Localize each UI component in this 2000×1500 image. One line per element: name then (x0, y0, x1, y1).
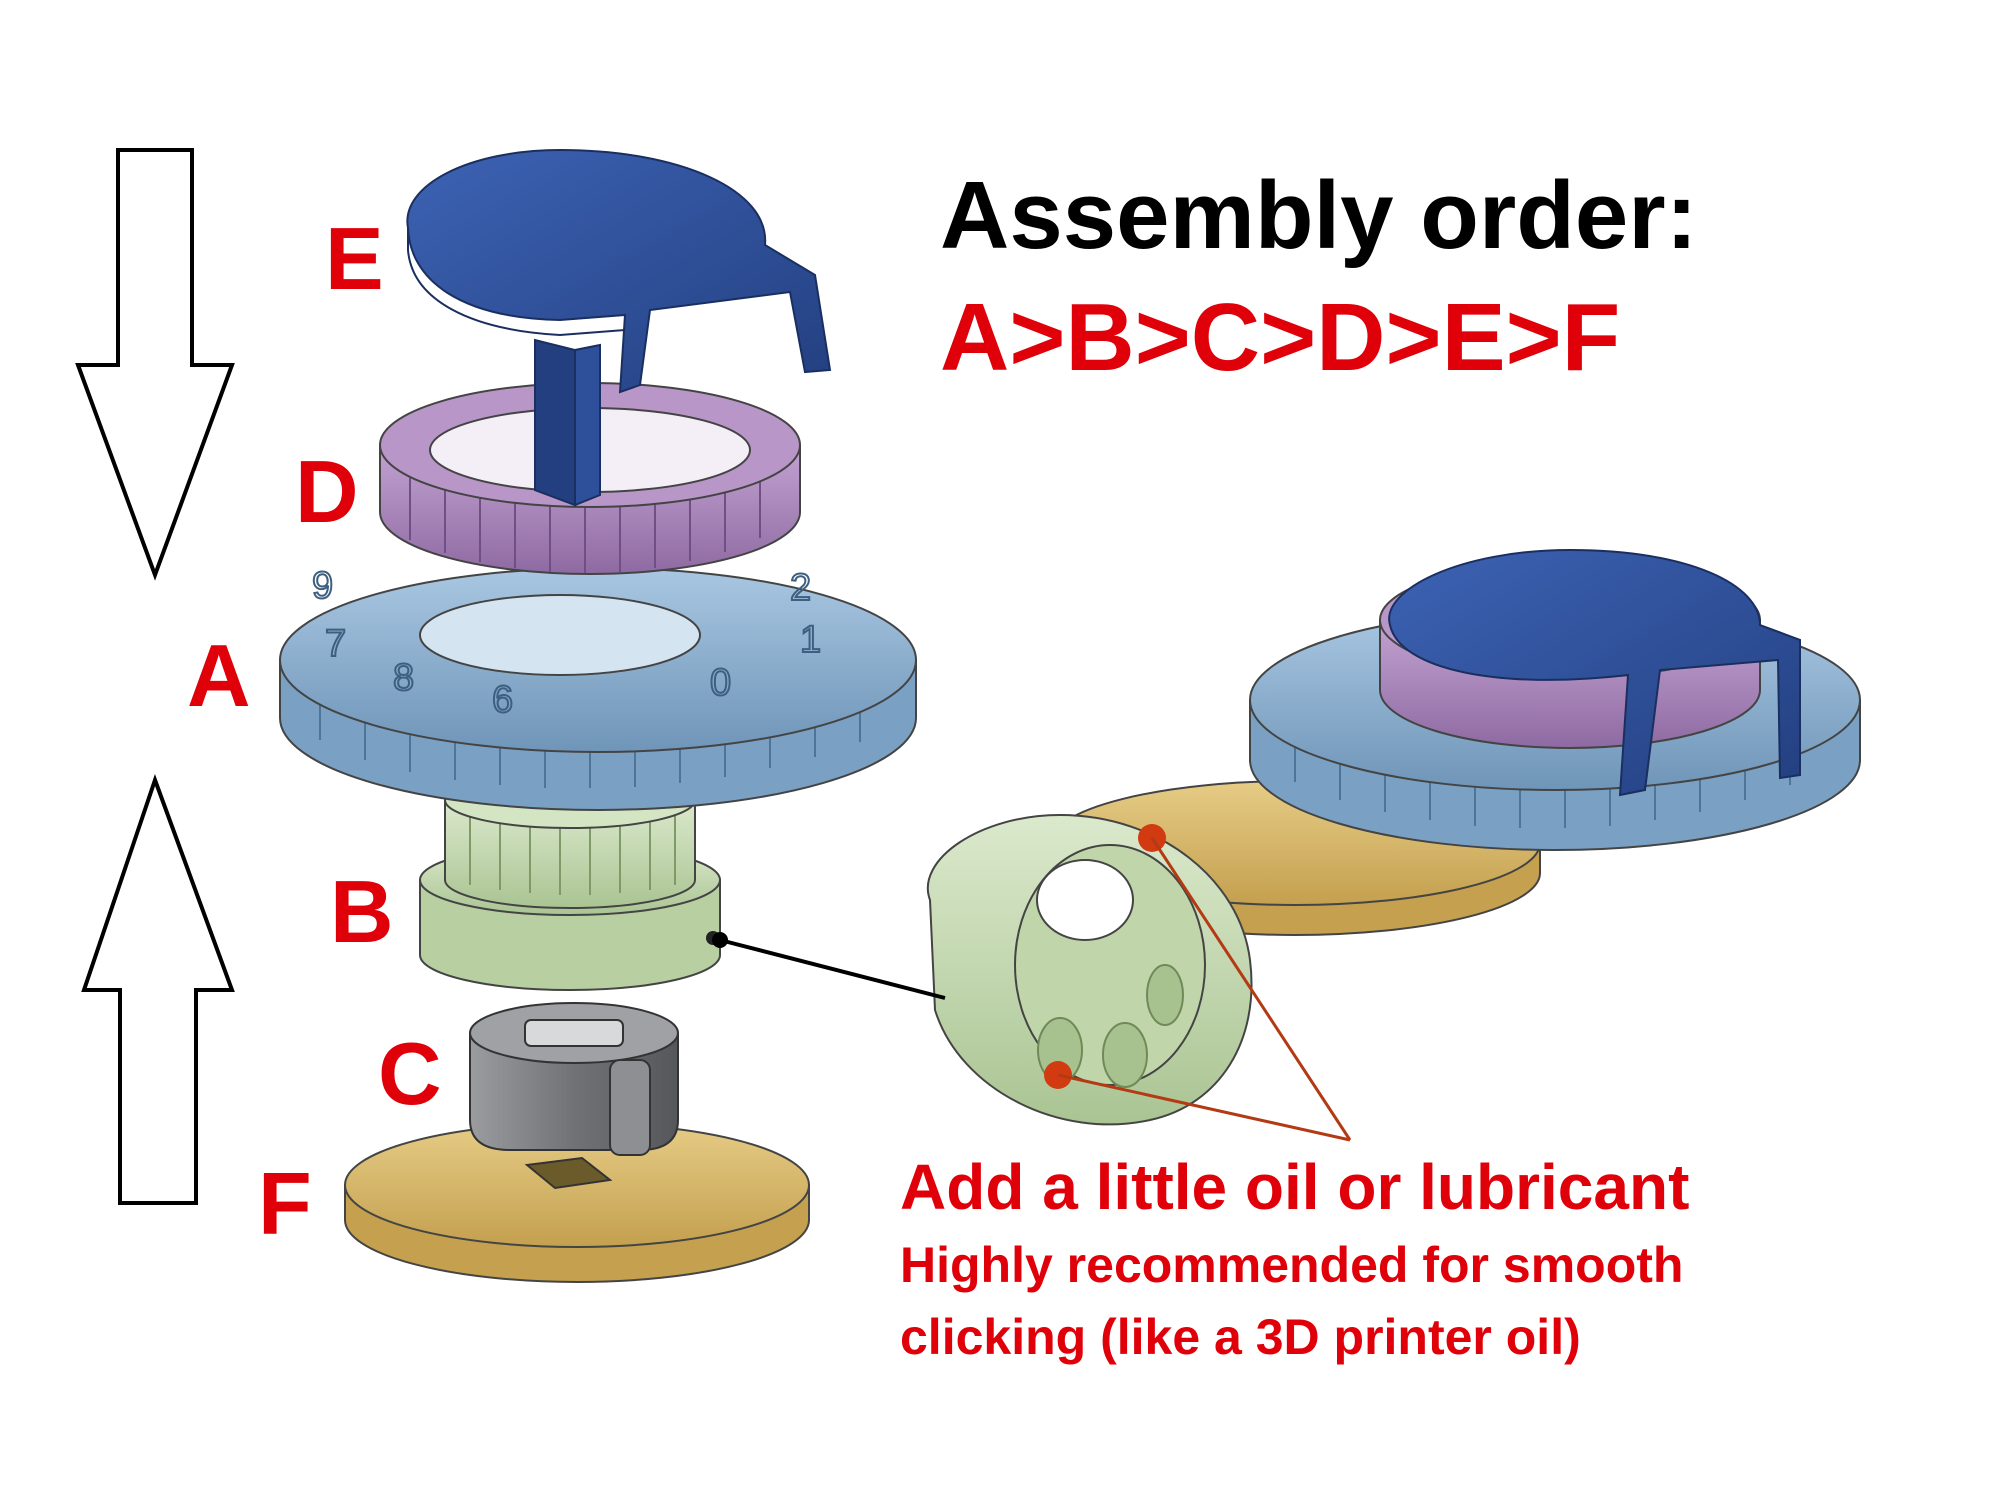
page-title: Assembly order: (940, 162, 1698, 269)
part-b-detail-view (927, 813, 1253, 1126)
assembled-dial (1049, 548, 1861, 936)
part-label-e: E (325, 209, 384, 308)
dial-digit-1: 1 (800, 619, 821, 661)
dial-digit-8: 8 (393, 657, 414, 699)
dial-digit-0: 0 (710, 662, 731, 704)
detail-connector-dot (712, 932, 728, 948)
dial-digit-7: 7 (325, 623, 346, 665)
detail-connector-line (719, 938, 946, 1000)
part-label-a: A (187, 626, 251, 725)
dial-digit-2: 2 (790, 567, 811, 609)
part-a-dial: 9 7 8 6 0 1 2 (279, 564, 917, 811)
dial-digit-6: 6 (492, 679, 513, 721)
down-arrow-icon (75, 148, 235, 581)
part-e-knob (406, 148, 832, 507)
part-label-d: D (295, 442, 359, 541)
part-label-b: B (330, 862, 394, 961)
part-f-base-disc (344, 1122, 810, 1283)
lubricant-pointer-lines (1057, 837, 1352, 1142)
lubricant-note-heading: Add a little oil or lubricant (900, 1151, 1690, 1223)
up-arrow-icon (81, 773, 235, 1205)
dial-digit-9: 9 (312, 565, 333, 607)
assembled-part-e (1388, 548, 1801, 797)
assembly-sequence: A>B>C>D>E>F (940, 284, 1621, 391)
part-label-c: C (378, 1024, 442, 1123)
lubricant-note-line1: Highly recommended for smooth (900, 1237, 1684, 1293)
part-label-f: F (258, 1154, 312, 1253)
part-c-clip (469, 1002, 679, 1156)
lubricant-note-line2: clicking (like a 3D printer oil) (900, 1309, 1581, 1365)
